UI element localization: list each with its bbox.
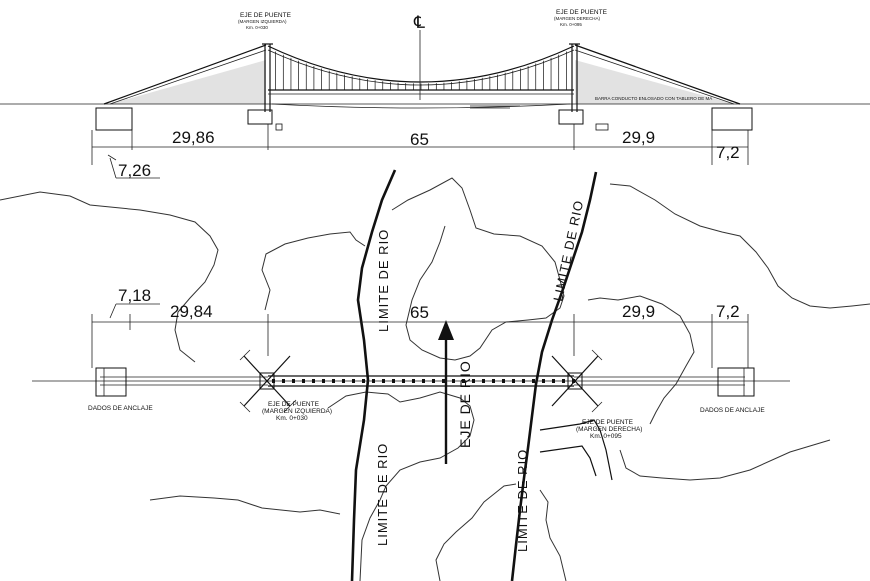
- river-limit-right: [510, 171, 598, 581]
- deck-cross-beam: [542, 379, 545, 383]
- deck-cross-beam: [322, 379, 325, 383]
- plan-right-axis-label: EJE DE PUENTE (MARGEN DERECHA) Km. 0+095: [576, 419, 642, 440]
- deck-cross-beam: [452, 379, 455, 383]
- elev-dim-left-anchor: 7,26: [118, 161, 151, 180]
- terrain-contour-left: [0, 191, 219, 363]
- deck-cross-beam: [332, 379, 335, 383]
- deck-cross-beam: [352, 379, 355, 383]
- plan-left-tower: [239, 349, 297, 413]
- deck-cross-beam: [572, 379, 575, 383]
- deck-cross-beam: [472, 379, 475, 383]
- terrain-contour-right-creek: [619, 439, 831, 481]
- river-limit-left: [350, 169, 397, 581]
- deck-cross-beam: [462, 379, 465, 383]
- elevation-dimension-line: [91, 124, 749, 179]
- svg-text:Km. 0+030: Km. 0+030: [246, 25, 268, 30]
- svg-text:(MARGEN DERECHA): (MARGEN DERECHA): [576, 426, 642, 433]
- svg-text:EJE DE PUENTE: EJE DE PUENTE: [582, 419, 634, 426]
- right-tower: [558, 43, 584, 125]
- svg-text:Km. 0+095: Km. 0+095: [590, 433, 622, 440]
- svg-text:EJE DE PUENTE: EJE DE PUENTE: [268, 401, 320, 408]
- bank-path: [539, 419, 613, 481]
- svg-text:EJE DE PUENTE: EJE DE PUENTE: [556, 9, 608, 16]
- plan-dim-left-span: 29,84: [170, 302, 213, 321]
- cable-hangers: [275, 51, 567, 90]
- svg-text:(MARGEN IZQUIERDA): (MARGEN IZQUIERDA): [262, 408, 332, 415]
- deck-cross-beam: [532, 379, 535, 383]
- elevation-view: ℄ EJE DE PUENTE (MARGEN IZQUIERDA) Km. 0…: [0, 9, 870, 180]
- plan-dim-main-span: 65: [410, 303, 429, 322]
- terrain-contour-lower-left: [327, 391, 475, 581]
- deck-cross-beam: [312, 379, 315, 383]
- deck-cross-beam: [552, 379, 555, 383]
- left-anchor-block: [95, 107, 133, 131]
- river-axis-arrowhead: [438, 320, 454, 340]
- anchor-label-right: DADOS DE ANCLAJE: [700, 407, 765, 414]
- elevation-right-axis-label: EJE DE PUENTE (MARGEN DERECHA) Km. 0+095: [554, 9, 608, 27]
- deck-cross-beam: [392, 379, 395, 383]
- elev-dim-main-span: 65: [410, 130, 429, 149]
- right-anchor-block: [711, 107, 753, 131]
- main-cable: [267, 45, 575, 83]
- left-backstay: [103, 44, 267, 105]
- terrain-contour-lower-right: [539, 489, 567, 581]
- elevation-left-axis-label: EJE DE PUENTE (MARGEN IZQUIERDA) Km. 0+0…: [238, 12, 292, 30]
- terrain-contour-lower-mid: [435, 483, 517, 581]
- river-axis-label: EJE DE RIO: [457, 360, 473, 448]
- deck-cross-beam: [282, 379, 285, 383]
- deck-cross-beam: [442, 379, 445, 383]
- deck-cross-beam: [292, 379, 295, 383]
- elev-dim-right-span: 29,9: [622, 128, 655, 147]
- plan-left-axis-label: EJE DE PUENTE (MARGEN IZQUIERDA) Km. 0+0…: [262, 401, 332, 422]
- plan-right-anchor: [717, 367, 755, 397]
- deck-cross-beam: [492, 379, 495, 383]
- terrain-contour-right: [609, 183, 870, 309]
- deck-cross-beam: [342, 379, 345, 383]
- deck-cross-beam: [502, 379, 505, 383]
- plan-bridge-deck: [100, 375, 745, 387]
- deck-cross-beam: [482, 379, 485, 383]
- svg-text:(MARGEN IZQUIERDA): (MARGEN IZQUIERDA): [238, 19, 287, 24]
- deck-cross-beam: [562, 379, 565, 383]
- plan-right-tower: [551, 349, 603, 413]
- svg-text:(MARGEN DERECHA): (MARGEN DERECHA): [554, 16, 601, 21]
- plan-dim-left-anchor: 7,18: [118, 286, 151, 305]
- deck-note: BARRA CONDUCTO ENLOSADO CON TABLERO DE M…: [595, 96, 712, 101]
- river-limit-label-lower-left: LIMITE DE RIO: [375, 443, 390, 546]
- deck-cross-beam: [522, 379, 525, 383]
- deck-cross-beam: [412, 379, 415, 383]
- deck-cross-beams: [272, 379, 575, 383]
- svg-text:Km. 0+095: Km. 0+095: [560, 22, 582, 27]
- deck-cross-beam: [362, 379, 365, 383]
- plan-view: 7,18 29,84 65 29,9 7,2 LIMITE DE RIO LIM…: [0, 169, 870, 581]
- centerline-symbol: ℄: [413, 13, 425, 32]
- plan-left-anchor: [95, 367, 127, 397]
- river-bed: [271, 103, 571, 109]
- river-limit-label-upper-right: LIMITE DE RIO: [550, 198, 586, 302]
- terrain-contour-center: [391, 177, 565, 361]
- deck-cross-beam: [372, 379, 375, 383]
- river-limit-label-lower-right: LIMITE DE RIO: [515, 449, 530, 552]
- terrain-contour-bottom: [149, 495, 341, 515]
- terrain-contour-right-inner: [587, 295, 695, 425]
- deck-cross-beam: [512, 379, 515, 383]
- plan-dimension-line: [91, 303, 749, 368]
- river-limit-label-upper-left: LIMITE DE RIO: [376, 229, 391, 332]
- elev-dim-right-anchor: 7,2: [716, 143, 740, 162]
- left-tower: [247, 43, 273, 125]
- elev-dim-left-span: 29,86: [172, 128, 215, 147]
- svg-text:Km. 0+030: Km. 0+030: [276, 415, 308, 422]
- deck-cross-beam: [432, 379, 435, 383]
- anchor-label-left: DADOS DE ANCLAJE: [88, 405, 153, 412]
- deck-cross-beam: [302, 379, 305, 383]
- deck-cross-beam: [402, 379, 405, 383]
- deck-cross-beam: [422, 379, 425, 383]
- deck-cross-beam: [382, 379, 385, 383]
- svg-text:EJE DE PUENTE: EJE DE PUENTE: [240, 12, 292, 19]
- terrain-contour-upper-mid: [261, 231, 366, 311]
- plan-dim-right-anchor: 7,2: [716, 302, 740, 321]
- right-backstay: [574, 44, 741, 105]
- plan-dim-right-span: 29,9: [622, 302, 655, 321]
